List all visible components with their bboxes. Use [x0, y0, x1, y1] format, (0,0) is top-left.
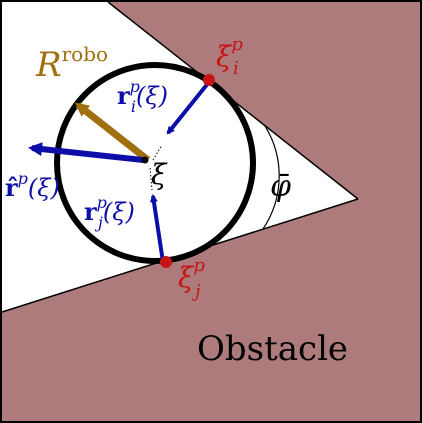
r-hat-label: r̂p(ξ) — [5, 169, 60, 202]
robot-radius-label: Rrobo — [35, 42, 108, 85]
center-point — [141, 156, 149, 164]
contact-point-i — [203, 74, 215, 86]
contact-point-j — [160, 256, 172, 268]
r-j-arrow — [149, 194, 165, 263]
robot-radius-arrow — [74, 102, 151, 163]
dotted-connector-j — [149, 167, 153, 191]
obstacle-label: Obstacle — [197, 329, 348, 369]
angle-label: φ̄ — [270, 169, 291, 204]
r-hat-arrow — [28, 142, 144, 163]
center-label: ξ — [151, 158, 168, 191]
dotted-connector-i — [152, 144, 163, 161]
r-i-arrow — [166, 80, 211, 135]
angle-arc — [262, 125, 280, 230]
robot-circle — [54, 62, 256, 264]
